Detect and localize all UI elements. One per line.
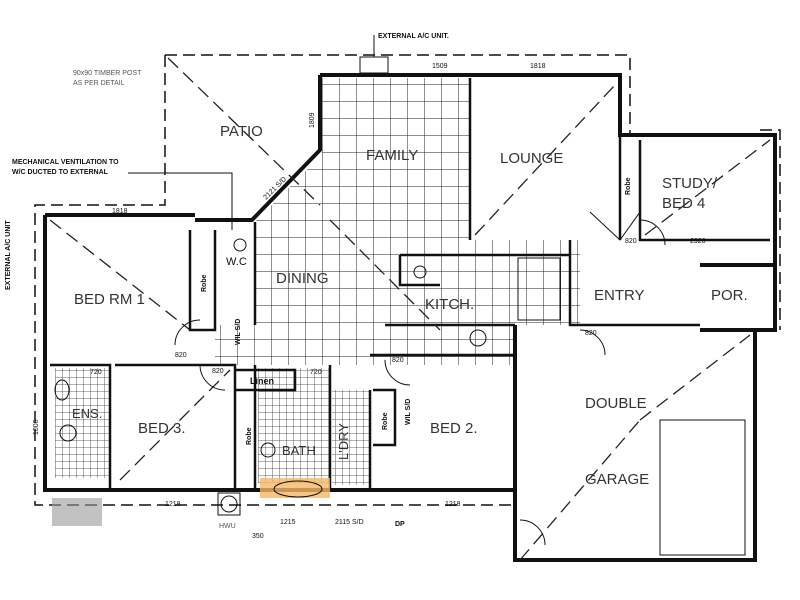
- cooktop: [469, 329, 487, 347]
- label-robe-bed1: Robe: [201, 274, 208, 292]
- dim-door-study: 820: [625, 238, 637, 245]
- dim-350: 350: [252, 533, 264, 540]
- dim-door-bed1: 820: [175, 352, 187, 359]
- label-wc: W.C: [226, 256, 247, 268]
- bath-basin: [260, 442, 276, 458]
- dim-study-window: 2926: [690, 238, 706, 245]
- dim-family-window: 1509: [432, 63, 448, 70]
- sink: [413, 265, 427, 279]
- label-porch: POR.: [711, 287, 748, 304]
- note-timber-post-1: 90x90 TIMBER POST: [73, 70, 142, 77]
- hwu-unit: [217, 492, 241, 516]
- clothesline: [52, 498, 102, 526]
- label-laundry: L'DRY: [336, 423, 351, 460]
- label-linen: Linen: [250, 376, 274, 386]
- label-bed4: BED 4: [662, 195, 705, 212]
- room-labels: PATIO FAMILY LOUNGE STUDY/ BED 4 DINING …: [72, 123, 748, 530]
- dim-lounge-window: 1818: [530, 63, 546, 70]
- label-lounge: LOUNGE: [500, 150, 563, 167]
- label-bath: BATH: [282, 443, 316, 458]
- label-bed3: BED 3.: [138, 420, 186, 437]
- label-study: STUDY/: [662, 175, 718, 192]
- annotations: EXTERNAL A/C UNIT. 90x90 TIMBER POST AS …: [5, 33, 449, 528]
- label-family: FAMILY: [366, 147, 418, 164]
- interior-walls: [50, 78, 770, 556]
- note-mech-vent-2: W/C DUCTED TO EXTERNAL: [12, 169, 109, 176]
- note-wil-sd-bed2: WIL S/D: [405, 399, 412, 425]
- note-ac-unit: EXTERNAL A/C UNIT.: [378, 33, 449, 40]
- fixtures: [52, 56, 487, 526]
- label-bed2: BED 2.: [430, 420, 478, 437]
- dim-1006: 1006: [33, 419, 40, 435]
- toilet: [59, 424, 77, 442]
- dim-door-bath: 720: [310, 369, 322, 376]
- dim-bed1-window: 1818: [112, 208, 128, 215]
- dim-door-garage: 820: [585, 330, 597, 337]
- note-wil-sd-bed3: WIL S/D: [235, 319, 242, 345]
- dim-side-window: 1809: [309, 112, 316, 128]
- note-dp: DP: [395, 521, 405, 528]
- label-ens: ENS.: [72, 406, 102, 421]
- dim-door-bed3: 820: [212, 368, 224, 375]
- label-robe-bed3: Robe: [246, 427, 253, 445]
- dim-door-ens: 720: [90, 369, 102, 376]
- label-hwu: HWU: [219, 523, 236, 530]
- label-garage-2: GARAGE: [585, 471, 649, 488]
- wc-toilet: [233, 238, 247, 252]
- dim-bed3-window: 1218: [165, 501, 181, 508]
- label-kitchen: KITCH.: [425, 296, 474, 313]
- dim-door-bed2: 820: [392, 357, 404, 364]
- label-robe-bed2: Robe: [382, 412, 389, 430]
- roofline: [34, 54, 781, 506]
- ac-unit: [359, 56, 389, 74]
- dim-bath-window: 1215: [280, 519, 296, 526]
- label-robe-study: Robe: [625, 177, 632, 195]
- dim-laundry-door: 2115 S/D: [335, 519, 364, 526]
- label-entry: ENTRY: [594, 287, 645, 304]
- label-bed1: BED RM 1: [74, 291, 145, 308]
- label-patio: PATIO: [220, 123, 263, 140]
- tiled-floor: [55, 78, 580, 485]
- dim-bed2-window: 1218: [445, 501, 461, 508]
- label-dining: DINING: [276, 270, 329, 287]
- room-diagonals: [49, 57, 771, 561]
- label-garage-1: DOUBLE: [585, 395, 647, 412]
- note-ext-ac-left: EXTERNAL A/C UNIT: [5, 220, 12, 290]
- note-mech-vent-1: MECHANICAL VENTILATION TO: [12, 159, 119, 166]
- note-timber-post-2: AS PER DETAIL: [73, 80, 125, 87]
- doors: [174, 211, 666, 546]
- vanity-basin: [54, 379, 70, 401]
